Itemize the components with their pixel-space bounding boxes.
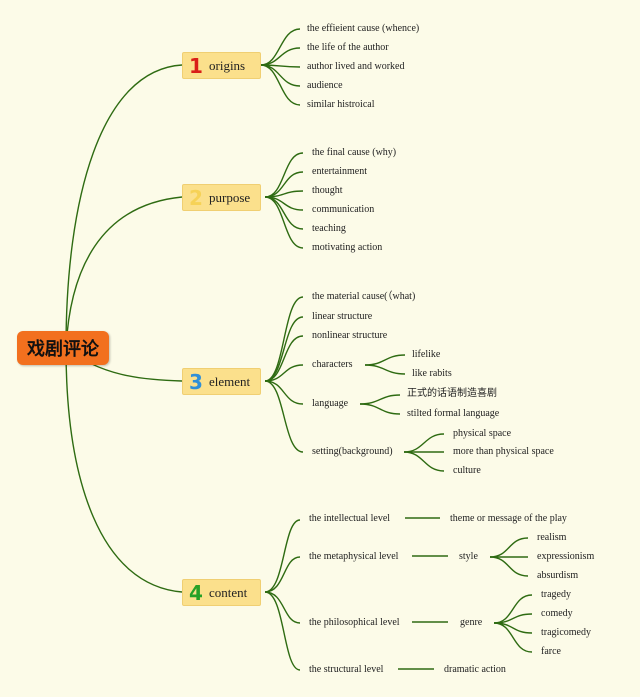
topic-structural[interactable]: the structural level [309, 664, 384, 675]
subtopic-stilted-language[interactable]: stilted formal language [407, 408, 500, 419]
branch-label: purpose [209, 189, 251, 205]
topic-element-0[interactable]: the material cause(（what) [312, 291, 416, 302]
subtopic-like-rabits[interactable]: like rabits [412, 368, 452, 379]
leaf-expressionism[interactable]: expressionism [537, 551, 595, 562]
root-node[interactable]: 戏剧评论 [17, 331, 109, 365]
branch-origins[interactable]: 1 origins [182, 52, 261, 79]
topic-purpose-2[interactable]: thought [312, 185, 343, 196]
number-two-icon: 2 [189, 185, 203, 210]
subtopic-style[interactable]: style [459, 551, 478, 562]
topic-metaphysical[interactable]: the metaphysical level [309, 551, 399, 562]
topic-element-1[interactable]: linear structure [312, 311, 373, 322]
topic-purpose-5[interactable]: motivating action [312, 242, 383, 253]
leaf-absurdism[interactable]: absurdism [537, 570, 579, 581]
leaf-farce[interactable]: farce [541, 646, 561, 657]
topic-origins-3[interactable]: audience [307, 80, 343, 91]
subtopic-lifelike[interactable]: lifelike [412, 349, 441, 360]
topic-language[interactable]: language [312, 398, 349, 409]
leaf-comedy[interactable]: comedy [541, 608, 573, 619]
subtopic-theme[interactable]: theme or message of the play [450, 513, 567, 524]
branch-purpose[interactable]: 2 purpose [182, 184, 261, 211]
number-three-icon: 3 [189, 369, 203, 394]
number-four-icon: 4 [189, 580, 203, 605]
topic-philosophical[interactable]: the philosophical level [309, 617, 400, 628]
topic-intellectual[interactable]: the intellectual level [309, 513, 391, 524]
topic-origins-4[interactable]: similar histroical [307, 99, 375, 110]
topic-purpose-0[interactable]: the final cause (why) [312, 147, 397, 158]
subtopic-formal-comedy[interactable]: 正式的话语制造喜剧 [407, 388, 497, 399]
branch-label: element [209, 373, 251, 389]
topic-element-2[interactable]: nonlinear structure [312, 330, 388, 341]
subtopic-physical-space[interactable]: physical space [453, 428, 512, 439]
subtopic-culture[interactable]: culture [453, 465, 481, 476]
topic-origins-2[interactable]: author lived and worked [307, 61, 405, 72]
topic-purpose-3[interactable]: communication [312, 204, 375, 215]
root-label: 戏剧评论 [27, 339, 99, 360]
leaf-tragicomedy[interactable]: tragicomedy [541, 627, 591, 638]
leaf-realism[interactable]: realism [537, 532, 567, 543]
branch-content[interactable]: 4 content [182, 579, 261, 606]
topic-purpose-1[interactable]: entertainment [312, 166, 367, 177]
subtopic-dramatic-action[interactable]: dramatic action [444, 664, 506, 675]
subtopic-genre[interactable]: genre [460, 617, 483, 628]
subtopic-more-than-physical[interactable]: more than physical space [453, 446, 554, 457]
topic-origins-1[interactable]: the life of the author [307, 42, 389, 53]
topic-characters[interactable]: characters [312, 359, 353, 370]
number-one-icon: 1 [189, 53, 203, 78]
branch-label: content [209, 584, 248, 600]
topic-origins-0[interactable]: the effieient cause (whence) [307, 23, 420, 34]
branch-label: origins [209, 57, 246, 73]
topic-purpose-4[interactable]: teaching [312, 223, 346, 234]
leaf-tragedy[interactable]: tragedy [541, 589, 571, 600]
topic-setting[interactable]: setting(background) [312, 446, 393, 457]
branch-element[interactable]: 3 element [182, 368, 261, 395]
